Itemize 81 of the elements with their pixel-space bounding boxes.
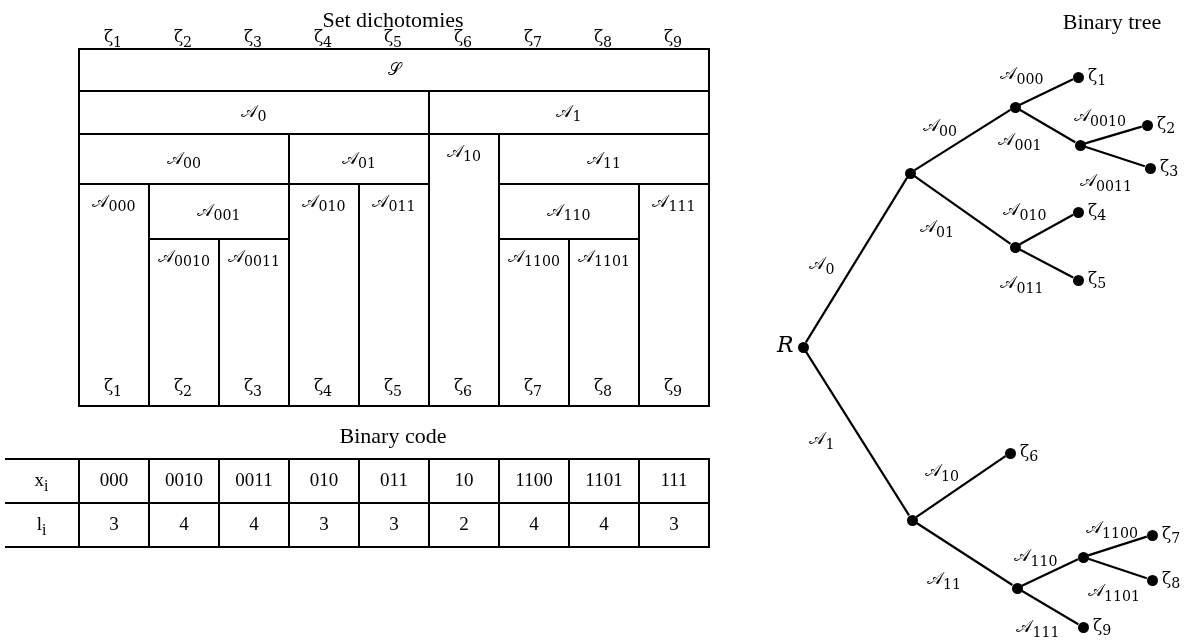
leaf-label: ζ$_{4}$ xyxy=(1088,200,1107,224)
leaf-label: ζ$_{2}$ xyxy=(1157,113,1176,137)
leaf-label: ζ$_{9}$ xyxy=(1093,615,1112,639)
column-header: ζ$_{9}$ xyxy=(663,26,683,50)
leaf-label: ζ$_{3}$ xyxy=(1160,156,1179,180)
tree-branch xyxy=(804,177,909,343)
element-label: ζ$_{2}$ xyxy=(173,375,193,399)
tree-node-dot xyxy=(1072,206,1084,218)
edge-label: 𝒜$_{11}$ xyxy=(927,568,961,592)
tree-branch xyxy=(1084,145,1146,168)
tree-node-dot xyxy=(1141,119,1153,131)
edge-label: 𝒜$_{1101}$ xyxy=(1088,580,1140,604)
table-title: Binary code xyxy=(339,423,447,449)
tree-branch xyxy=(805,351,910,516)
element-label: ζ$_{5}$ xyxy=(383,375,403,399)
edge-label: 𝒜$_{0}$ xyxy=(809,253,835,277)
tree-node-dot xyxy=(1072,71,1084,83)
tree-node-dot xyxy=(906,514,918,526)
tree-branch xyxy=(1084,125,1143,145)
tree-node-dot xyxy=(1077,551,1089,563)
leaf-label: ζ$_{7}$ xyxy=(1162,523,1181,547)
element-label: ζ$_{6}$ xyxy=(453,375,473,399)
tree-node-dot xyxy=(1004,447,1016,459)
edge-label: 𝒜$_{1100}$ xyxy=(1086,517,1138,541)
tree-branch xyxy=(914,109,1011,171)
tree-node-dot xyxy=(1074,139,1086,151)
edge-label: 𝒜$_{000}$ xyxy=(1000,63,1044,87)
tree-node-dot xyxy=(1077,621,1089,633)
edge-label: 𝒜$_{111}$ xyxy=(1016,616,1060,640)
tree-branch xyxy=(915,455,1007,518)
tree-branch xyxy=(1019,78,1074,106)
edge-label: 𝒜$_{1}$ xyxy=(809,428,835,452)
tree-branch xyxy=(1021,589,1079,626)
tree-node-dot xyxy=(1072,274,1084,286)
tree-node-dot xyxy=(1009,241,1021,253)
leaf-label: ζ$_{8}$ xyxy=(1162,568,1181,592)
edge-label: 𝒜$_{00}$ xyxy=(923,115,957,139)
root-label: R xyxy=(777,332,794,357)
leaf-label: ζ$_{1}$ xyxy=(1088,65,1107,89)
code-cell: 3 xyxy=(638,502,710,548)
tree-node-dot xyxy=(1009,101,1021,113)
tree-branch xyxy=(1019,213,1074,246)
tree-branch xyxy=(1019,108,1076,144)
tree-branch xyxy=(1021,558,1079,587)
tree-title: Binary tree xyxy=(1062,9,1162,35)
edge-label: 𝒜$_{110}$ xyxy=(1014,545,1058,569)
tree-node-dot xyxy=(904,167,916,179)
element-label: ζ$_{8}$ xyxy=(593,375,613,399)
column-header: ζ$_{6}$ xyxy=(453,26,473,50)
column-header: ζ$_{2}$ xyxy=(173,26,193,50)
edge-label: 𝒜$_{0010}$ xyxy=(1074,105,1126,129)
set-cell: 𝒮 xyxy=(78,48,710,92)
column-header: ζ$_{7}$ xyxy=(523,26,543,50)
column-header: ζ$_{1}$ xyxy=(103,26,123,50)
tree-node-dot xyxy=(1011,582,1023,594)
tree-branch xyxy=(1087,535,1148,557)
column-header: ζ$_{4}$ xyxy=(313,26,333,50)
tree-branch xyxy=(916,522,1013,586)
element-label: ζ$_{4}$ xyxy=(313,375,333,399)
tree-node-dot xyxy=(1146,529,1158,541)
edge-label: 𝒜$_{001}$ xyxy=(998,129,1042,153)
tree-node-dot xyxy=(1146,574,1158,586)
edge-label: 𝒜$_{01}$ xyxy=(920,216,954,240)
leaf-label: ζ$_{5}$ xyxy=(1088,268,1107,292)
element-label: ζ$_{1}$ xyxy=(103,375,123,399)
element-label: ζ$_{3}$ xyxy=(243,375,263,399)
edge-label: 𝒜$_{011}$ xyxy=(1000,272,1044,296)
code-cell: 111 xyxy=(638,458,710,504)
tree-node-dot xyxy=(1144,162,1156,174)
edge-label: 𝒜$_{0011}$ xyxy=(1080,170,1132,194)
tree-branch xyxy=(1019,248,1074,279)
tree-node-dot xyxy=(797,341,809,353)
edge-label: 𝒜$_{10}$ xyxy=(925,460,959,484)
tree-branch xyxy=(913,175,1012,245)
edge-label: 𝒜$_{010}$ xyxy=(1003,199,1047,223)
tree-branch xyxy=(1087,557,1148,580)
column-header: ζ$_{3}$ xyxy=(243,26,263,50)
leaf-label: ζ$_{6}$ xyxy=(1020,441,1039,465)
column-header: ζ$_{8}$ xyxy=(593,26,613,50)
element-label: ζ$_{7}$ xyxy=(523,375,543,399)
element-label: ζ$_{9}$ xyxy=(663,375,683,399)
